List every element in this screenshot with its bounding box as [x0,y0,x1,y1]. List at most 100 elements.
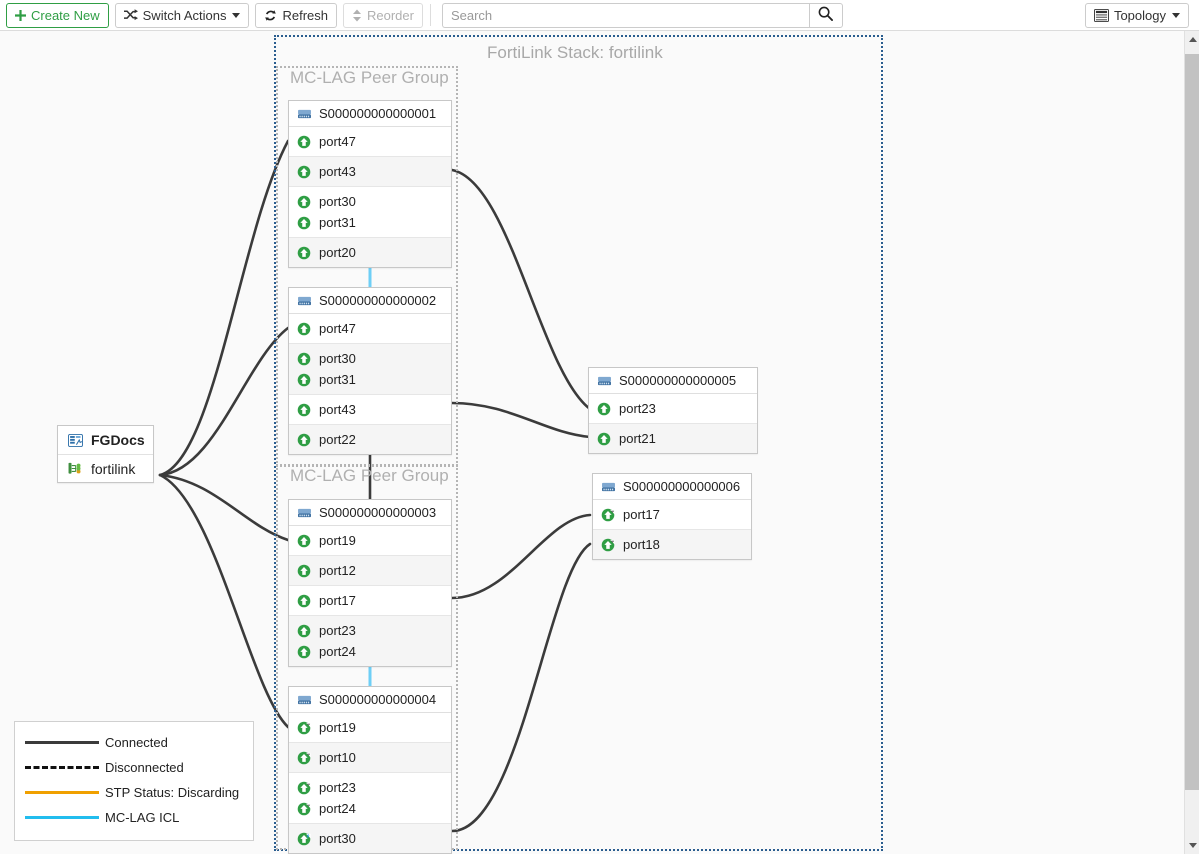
view-mode-button[interactable]: Topology [1084,3,1189,28]
port-item[interactable]: port10 [297,747,443,768]
port-group-row[interactable]: port23 port24 [289,616,451,666]
port-label: port19 [319,533,356,548]
scrollbar-thumb[interactable] [1185,54,1199,790]
switch-name: S000000000000005 [619,373,737,388]
port-label: port18 [623,537,660,552]
port-item[interactable]: port24 [297,641,443,662]
port-item[interactable]: port30 [297,828,443,849]
port-group-row[interactable]: port19 [289,713,451,743]
switch-node-sw5[interactable]: S000000000000005 port23 port21 [588,367,758,454]
switch-node-sw3[interactable]: S000000000000003 port19 port12 port17 port23… [288,499,452,667]
port-up-icon [297,322,311,336]
port-group-row[interactable]: port20 [289,238,451,267]
port-group-row[interactable]: port18 [593,530,751,559]
device-row-fortilink[interactable]: fortilink [58,454,153,482]
port-item[interactable]: port31 [297,212,443,233]
switch-node-sw2[interactable]: S000000000000002 port47 port30 port31 port43… [288,287,452,455]
port-up-icon [297,165,311,179]
port-item[interactable]: port22 [297,429,443,450]
device-node-fgdocs[interactable]: FGDocs fortilink [57,425,154,483]
port-up-icon [297,352,311,366]
port-group-row[interactable]: port30 port31 [289,344,451,395]
create-new-button[interactable]: Create New [6,2,109,28]
port-item[interactable]: port23 [297,777,443,798]
port-up-poe-icon [297,721,311,735]
port-item[interactable]: port19 [297,530,443,551]
legend-label: MC-LAG ICL [105,810,180,825]
fortilink-stack-title: FortiLink Stack: fortilink [487,43,663,62]
port-up-icon [297,433,311,447]
port-group-row[interactable]: port47 [289,314,451,344]
port-item[interactable]: port30 [297,348,443,369]
scroll-up-button[interactable] [1185,31,1199,48]
port-group-row[interactable]: port21 [589,424,757,453]
port-item[interactable]: port17 [297,590,443,611]
reorder-button[interactable]: Reorder [343,2,423,28]
switch-header-sw1[interactable]: S000000000000001 [289,101,451,127]
switch-header-sw5[interactable]: S000000000000005 [589,368,757,394]
switch-header-sw4[interactable]: S000000000000004 [289,687,451,713]
chevron-up-icon [1188,37,1197,42]
vertical-scrollbar[interactable] [1184,31,1199,854]
port-label: port24 [319,644,356,659]
port-item[interactable]: port43 [297,399,443,420]
port-group-row[interactable]: port43 [289,395,451,425]
port-group-row[interactable]: port17 [289,586,451,616]
port-item[interactable]: port18 [601,534,743,555]
legend-label: Connected [105,735,168,750]
port-item[interactable]: port24 [297,798,443,819]
port-group-row[interactable]: port43 [289,157,451,187]
device-row-fgdocs[interactable]: FGDocs [58,426,153,454]
port-item[interactable]: port47 [297,131,443,152]
port-item[interactable]: port31 [297,369,443,390]
port-item[interactable]: port19 [297,717,443,738]
port-item[interactable]: port21 [597,428,749,449]
port-group-row[interactable]: port10 [289,743,451,773]
port-item[interactable]: port43 [297,161,443,182]
port-item[interactable]: port30 [297,191,443,212]
port-label: port12 [319,563,356,578]
port-item[interactable]: port23 [597,398,749,419]
switch-name: S000000000000001 [319,106,437,121]
switch-header-sw2[interactable]: S000000000000002 [289,288,451,314]
port-label: port30 [319,351,356,366]
port-up-poe-icon [297,751,311,765]
legend-item: Connected [25,730,243,755]
refresh-button[interactable]: Refresh [255,2,337,28]
port-group-row[interactable]: port17 [593,500,751,530]
toolbar: Create New Switch Actions Refresh [0,0,1199,31]
port-item[interactable]: port23 [297,620,443,641]
port-group-row[interactable]: port47 [289,127,451,157]
search-input[interactable] [441,2,809,28]
port-item[interactable]: port20 [297,242,443,263]
switch-header-sw6[interactable]: S000000000000006 [593,474,751,500]
port-group-row[interactable]: port19 [289,526,451,556]
switch-header-sw3[interactable]: S000000000000003 [289,500,451,526]
port-up-icon [297,195,311,209]
scroll-down-button[interactable] [1185,837,1199,854]
topology-canvas[interactable]: FortiLink Stack: fortilink MC-LAG Peer G… [0,31,1184,854]
port-group-row[interactable]: port30 [289,824,451,853]
port-group-row[interactable]: port22 [289,425,451,454]
port-group-row[interactable]: port12 [289,556,451,586]
port-up-icon [597,432,611,446]
port-up-poe-active-icon [297,832,311,846]
search-button[interactable] [808,2,843,28]
port-item[interactable]: port47 [297,318,443,339]
legend-item: Disconnected [25,755,243,780]
chevron-down-icon [1188,843,1197,848]
port-label: port10 [319,750,356,765]
port-up-poe-icon [601,538,615,552]
device-label-fgdocs: FGDocs [91,432,145,448]
port-item[interactable]: port17 [601,504,743,525]
switch-actions-button[interactable]: Switch Actions [114,2,250,28]
port-up-icon [297,645,311,659]
port-group-row[interactable]: port23 [589,394,757,424]
port-item[interactable]: port12 [297,560,443,581]
switch-node-sw6[interactable]: S000000000000006 port17 port18 [592,473,752,560]
